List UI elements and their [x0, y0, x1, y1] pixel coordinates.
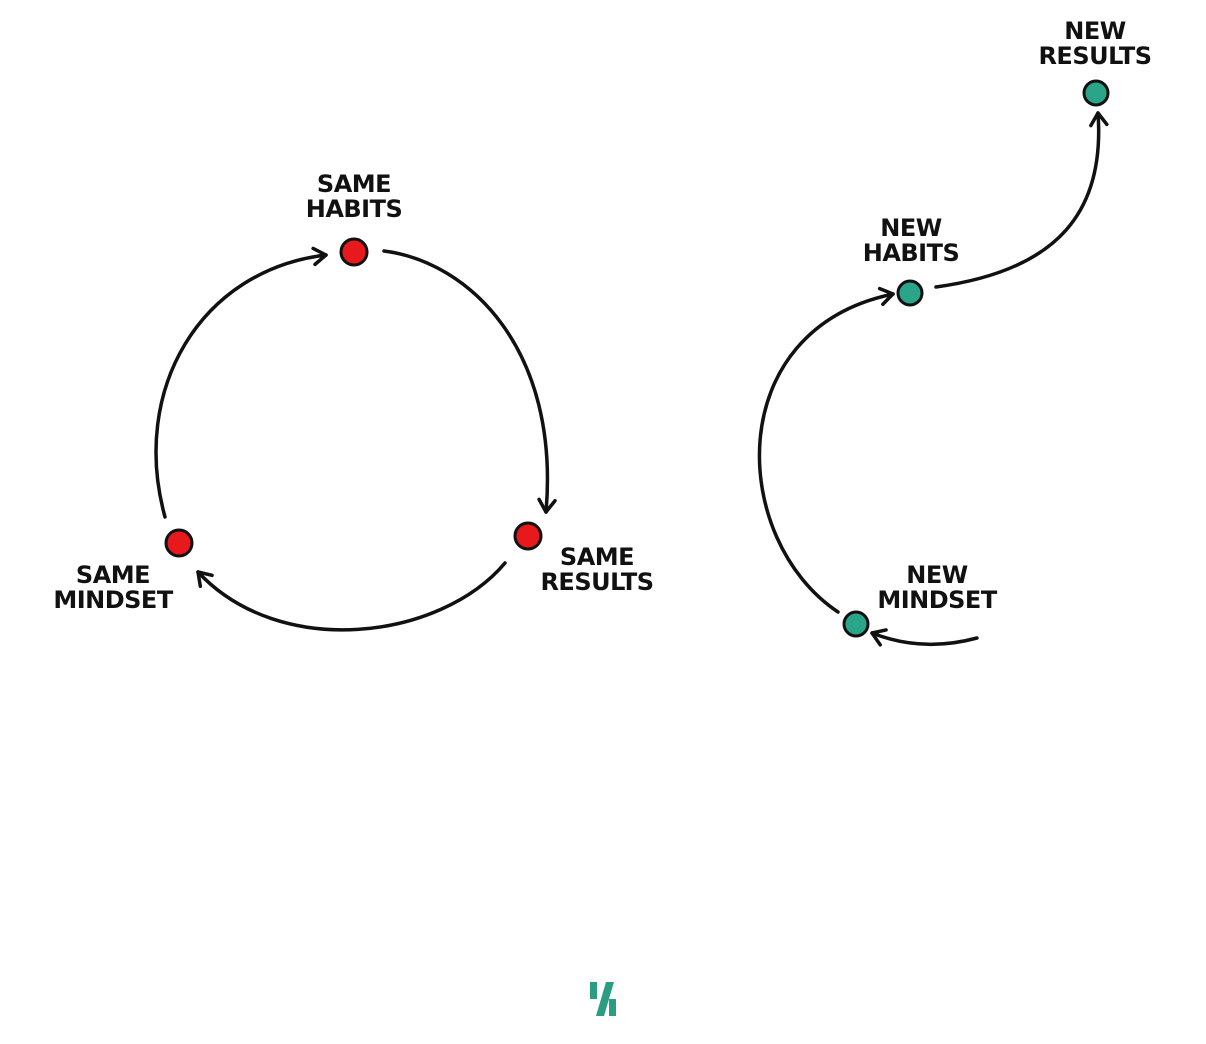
- percent-slash-logo-icon: [590, 982, 616, 1016]
- new-mindset-dot: [842, 610, 870, 638]
- same-habits-dot: [339, 237, 369, 267]
- arrow-results-to-mindset: [196, 561, 507, 632]
- new-habits-dot: [896, 279, 924, 307]
- arrow-into-new-mindset: [870, 628, 979, 647]
- same-results-dot: [513, 521, 543, 551]
- arrow-mindset-to-habits-new: [757, 286, 895, 614]
- arrow-habits-to-results: [382, 249, 557, 514]
- arrow-habits-to-results-new: [934, 111, 1109, 289]
- new-results-dot: [1082, 79, 1110, 107]
- same-mindset-dot: [164, 528, 194, 558]
- arrow-mindset-to-habits: [154, 246, 328, 519]
